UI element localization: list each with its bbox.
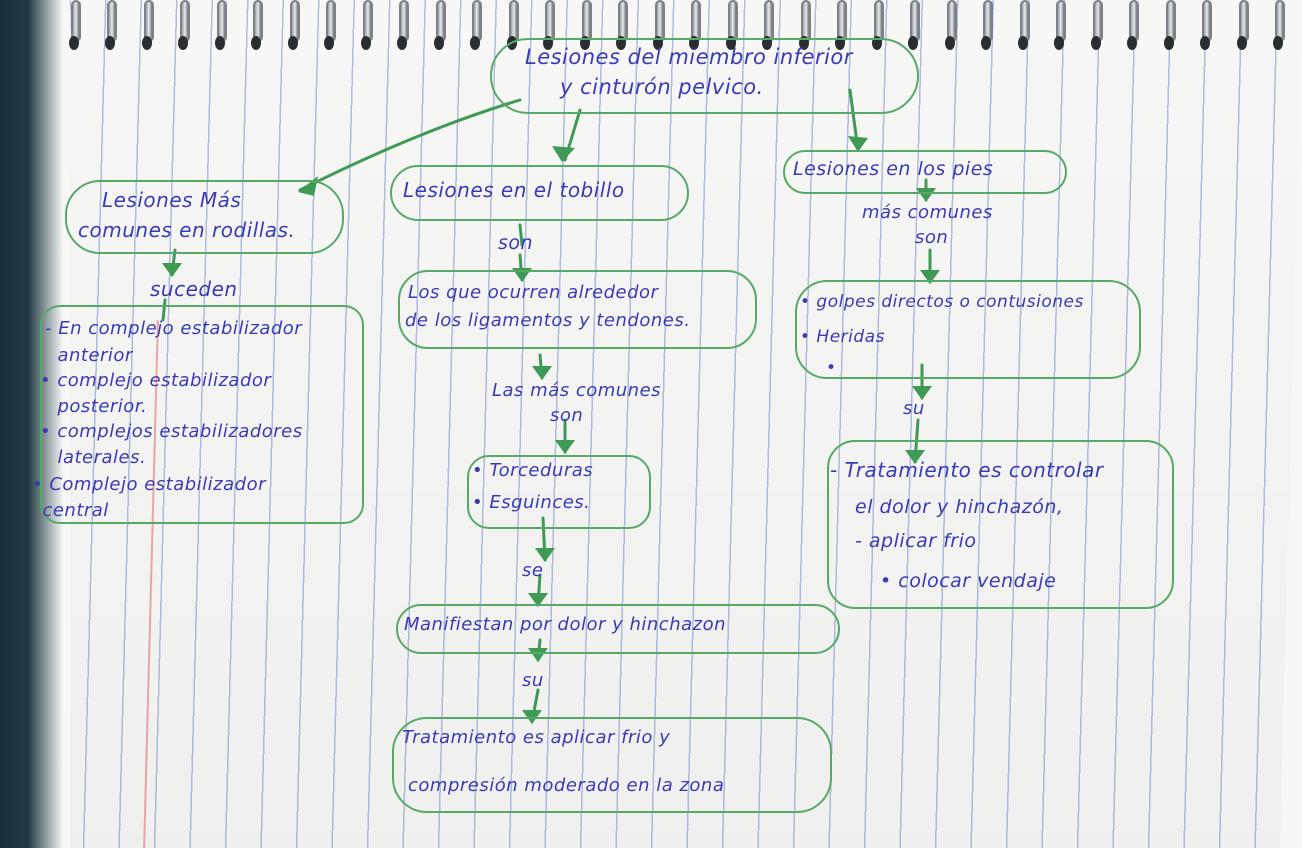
ankle-types-line-1: • Torceduras bbox=[472, 460, 594, 481]
ankle-box-line-1: Los que ocurren alrededor bbox=[408, 282, 659, 303]
ankle-box-line-2: de los ligamentos y tendones. bbox=[405, 310, 691, 331]
ankle-connector-2a: Las más comunes bbox=[492, 380, 662, 401]
feet-header-bubble bbox=[783, 150, 1067, 194]
knees-header-line-1: Lesiones Más bbox=[102, 188, 242, 212]
ankle-header-bubble bbox=[390, 165, 689, 221]
ankle-header: Lesiones en el tobillo bbox=[403, 178, 625, 202]
ankle-connector-2b: son bbox=[550, 405, 584, 426]
ankle-types-line-2: • Esguinces. bbox=[472, 492, 591, 513]
knees-item-6: laterales. bbox=[45, 447, 147, 468]
feet-items-line-1: • golpes directos o contusiones bbox=[800, 292, 1084, 312]
feet-items-line-3: • bbox=[826, 358, 837, 378]
feet-connector-1b: son bbox=[915, 227, 949, 248]
feet-treatment-line-4: • colocar vendaje bbox=[880, 570, 1057, 592]
table-edge bbox=[0, 0, 70, 848]
ankle-types-bubble bbox=[467, 455, 651, 529]
ankle-connector-3: se bbox=[522, 560, 544, 581]
ankle-connector-4: su bbox=[522, 670, 544, 691]
ankle-treatment-line-1: Tratamiento es aplicar frio y bbox=[402, 727, 671, 748]
spiral-binding bbox=[50, 0, 1302, 70]
ankle-treatment-line-2: compresión moderado en la zona bbox=[408, 775, 725, 796]
knees-item-2: anterior bbox=[45, 345, 133, 366]
feet-items-bubble bbox=[795, 280, 1141, 379]
knees-item-4: posterior. bbox=[45, 396, 148, 417]
knees-item-1: - En complejo estabilizador bbox=[45, 318, 303, 339]
ankle-treatment-bubble bbox=[392, 717, 832, 813]
knees-header-line-2: comunes en rodillas. bbox=[78, 218, 296, 242]
feet-items-line-2: • Heridas bbox=[800, 327, 885, 347]
knees-item-8: central bbox=[30, 500, 109, 521]
feet-treatment-line-3: - aplicar frio bbox=[855, 530, 977, 552]
knees-connector: suceden bbox=[150, 277, 238, 301]
feet-connector-2: su bbox=[903, 398, 925, 419]
title-line-2: y cinturón pelvico. bbox=[560, 75, 764, 99]
knees-item-7: • Complejo estabilizador bbox=[32, 474, 266, 495]
knees-item-5: • complejos estabilizadores bbox=[40, 421, 303, 442]
ankle-manifest: Manifiestan por dolor y hinchazon bbox=[404, 614, 727, 635]
knees-header-bubble bbox=[65, 180, 344, 254]
feet-connector-1a: más comunes bbox=[862, 202, 993, 223]
title-bubble bbox=[490, 38, 919, 114]
knees-list-bubble bbox=[40, 305, 364, 524]
feet-header: Lesiones en los pies bbox=[793, 158, 994, 180]
ankle-box-bubble bbox=[398, 270, 757, 349]
knees-item-3: • complejo estabilizador bbox=[40, 370, 272, 391]
ankle-connector-1: son bbox=[498, 232, 534, 254]
title-line-1: Lesiones del miembro inferior bbox=[525, 45, 853, 69]
ankle-manifest-bubble bbox=[396, 604, 840, 654]
feet-treatment-line-1: - Tratamiento es controlar bbox=[830, 458, 1104, 482]
feet-treatment-line-2: el dolor y hinchazón, bbox=[855, 496, 1064, 518]
feet-treatment-bubble bbox=[827, 440, 1174, 609]
